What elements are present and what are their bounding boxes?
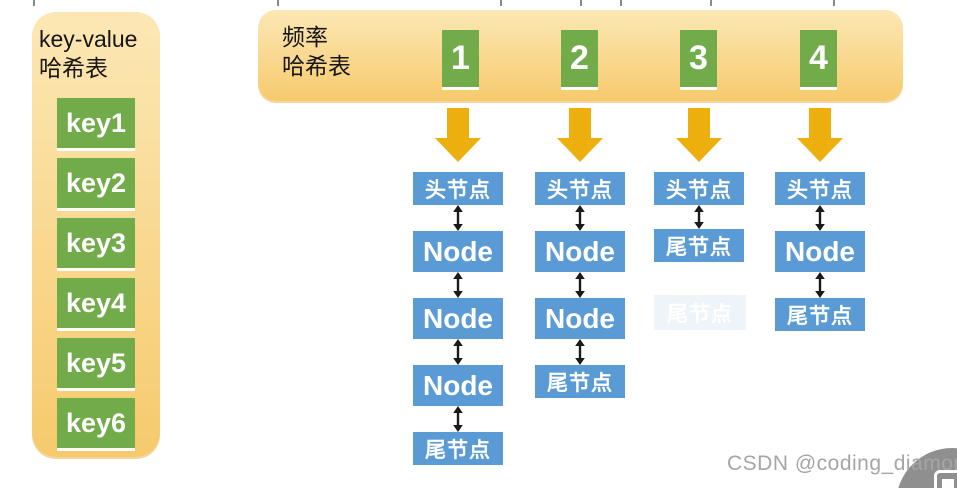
frequency-panel-title: 频率 哈希表	[282, 23, 351, 81]
down-arrow-icon	[435, 108, 481, 162]
freq-bucket-1: 1	[442, 30, 479, 87]
double-arrow-icon	[815, 205, 825, 231]
node-box: Node	[775, 231, 865, 272]
double-arrow-icon	[453, 406, 463, 432]
double-arrow-icon	[453, 205, 463, 231]
key-value-panel-title-line2: 哈希表	[39, 55, 108, 81]
key-box-5: key5	[57, 338, 135, 388]
cropped-text-artifact	[277, 0, 279, 6]
csdn-logo-badge-icon	[934, 470, 957, 488]
key-box-4: key4	[57, 278, 135, 328]
key-box-6: key6	[57, 398, 135, 448]
node-box: Node	[535, 231, 625, 272]
freq-list-column-2: 头节点 Node Node 尾节点	[520, 108, 640, 398]
down-arrow-icon	[557, 108, 603, 162]
head-node-box: 头节点	[654, 172, 744, 205]
bookmark-icon	[942, 479, 954, 488]
freq-list-column-4: 头节点 Node 尾节点	[760, 108, 880, 331]
freq-list-column-3: 头节点 尾节点	[639, 108, 759, 262]
tail-node-box: 尾节点	[413, 432, 503, 465]
node-box: Node	[413, 231, 503, 272]
cropped-text-artifact	[620, 0, 622, 6]
double-arrow-icon	[575, 272, 585, 298]
tail-node-box: 尾节点	[535, 365, 625, 398]
double-arrow-icon	[453, 339, 463, 365]
frequency-panel-title-line1: 频率	[282, 24, 328, 50]
key-value-panel-title: key-value 哈希表	[39, 25, 137, 83]
head-node-box: 头节点	[535, 172, 625, 205]
cropped-text-artifact	[500, 0, 502, 6]
key-box-1: key1	[57, 98, 135, 148]
watermark-text: CSDN @coding_diamond	[727, 452, 957, 475]
cropped-text-artifact	[833, 0, 835, 6]
key-box-3: key3	[57, 218, 135, 268]
node-box: Node	[535, 298, 625, 339]
down-arrow-icon	[676, 108, 722, 162]
frequency-panel-title-line2: 哈希表	[282, 53, 351, 79]
freq-bucket-4: 4	[800, 30, 837, 87]
frequency-hash-table-panel: 频率 哈希表 1 2 3 4	[258, 10, 903, 101]
double-arrow-icon	[815, 272, 825, 298]
ghost-tail-node-box: 尾节点	[654, 295, 746, 330]
double-arrow-icon	[575, 205, 585, 231]
cropped-text-artifact	[580, 0, 582, 6]
tail-node-box: 尾节点	[775, 298, 865, 331]
double-arrow-icon	[453, 272, 463, 298]
cropped-text-artifact	[710, 0, 712, 6]
node-box: Node	[413, 365, 503, 406]
freq-bucket-3: 3	[680, 30, 717, 87]
head-node-box: 头节点	[775, 172, 865, 205]
key-value-panel-title-line1: key-value	[39, 26, 138, 52]
freq-list-column-1: 头节点 Node Node Node 尾节点	[398, 108, 518, 465]
key-box-2: key2	[57, 158, 135, 208]
down-arrow-icon	[797, 108, 843, 162]
head-node-box: 头节点	[413, 172, 503, 205]
freq-bucket-2: 2	[561, 30, 598, 87]
double-arrow-icon	[694, 205, 704, 229]
tail-node-box: 尾节点	[654, 229, 744, 262]
double-arrow-icon	[575, 339, 585, 365]
cropped-text-artifact	[33, 0, 35, 6]
key-value-hash-table-panel: key-value 哈希表 key1 key2 key3 key4 key5 k…	[32, 12, 160, 457]
node-box: Node	[413, 298, 503, 339]
